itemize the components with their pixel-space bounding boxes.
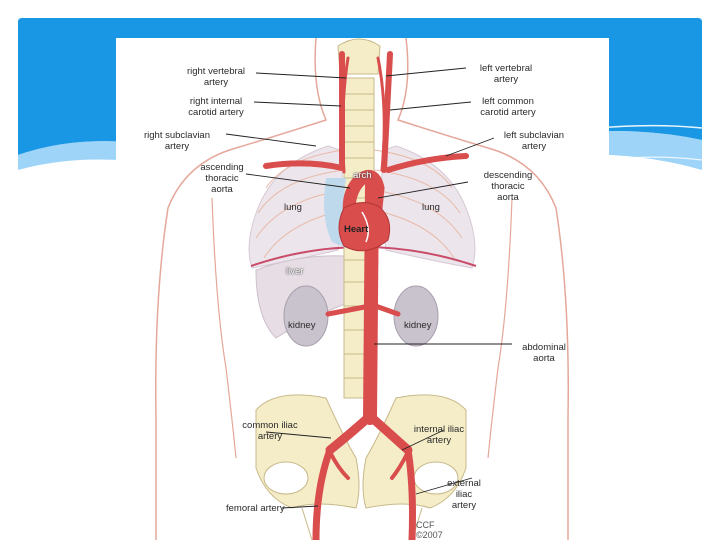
label-lung-left: lung xyxy=(284,202,302,213)
credit-year: ©2007 xyxy=(416,530,443,540)
label-abdominal-aorta: abdominal aorta xyxy=(522,342,566,364)
label-kidney-left: kidney xyxy=(288,320,316,331)
credit-logo: CCF xyxy=(416,520,435,530)
label-right-internal-carotid-artery: right internal carotid artery xyxy=(188,96,244,118)
label-femoral-artery: femoral artery xyxy=(226,503,285,514)
label-descending-thoracic-aorta: descending thoracic aorta xyxy=(483,170,533,203)
label-internal-iliac-artery: internal iliac artery xyxy=(413,424,465,446)
label-arch: arch xyxy=(353,170,372,181)
label-right-vertebral-artery: right vertebral artery xyxy=(186,66,246,88)
label-left-vertebral-artery: left vertebral artery xyxy=(479,63,533,85)
label-ascending-thoracic-aorta: ascending thoracic aorta xyxy=(200,162,244,195)
label-left-subclavian-artery: left subclavian artery xyxy=(503,130,565,152)
circulatory-diagram: right vertebral artery right internal ca… xyxy=(116,38,609,540)
anatomy-illustration xyxy=(155,38,569,540)
label-external-iliac-artery: external iliac artery xyxy=(447,478,481,511)
label-liver: liver xyxy=(286,266,304,277)
label-heart: Heart xyxy=(344,224,369,235)
label-kidney-right: kidney xyxy=(404,320,432,331)
label-lung-right: lung xyxy=(422,202,440,213)
label-common-iliac-artery: common iliac artery xyxy=(242,420,298,442)
label-right-subclavian-artery: right subclavian artery xyxy=(143,130,210,152)
label-left-common-carotid-artery: left common carotid artery xyxy=(480,96,536,118)
